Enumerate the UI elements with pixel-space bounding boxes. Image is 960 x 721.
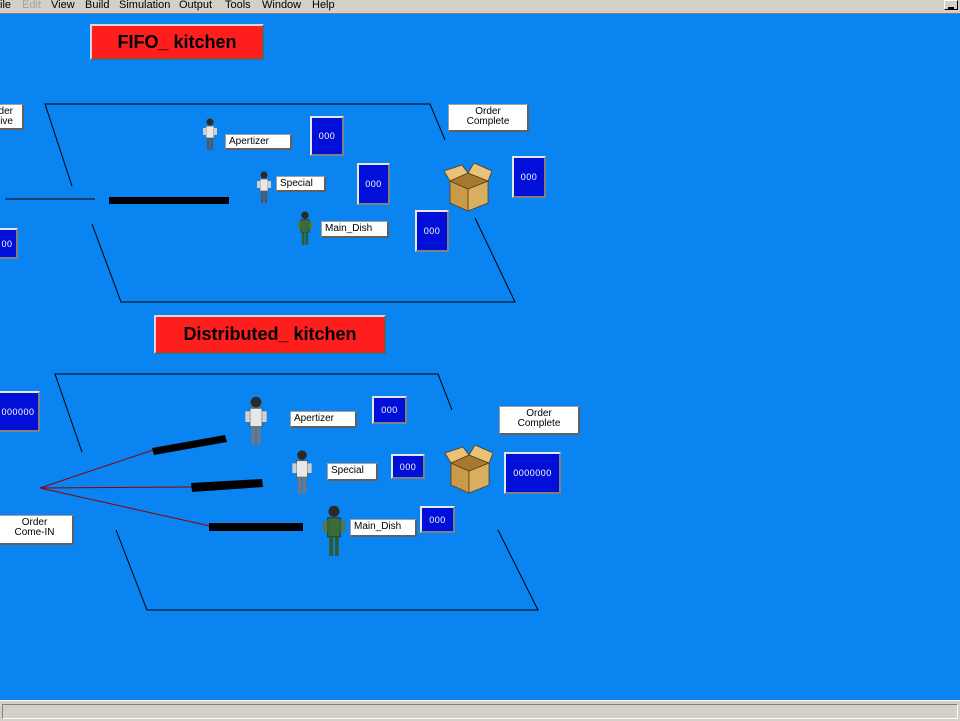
route-line-apertizer — [39, 449, 154, 489]
menu-tools[interactable]: Tools — [225, 0, 251, 11]
route-line-main — [39, 487, 211, 527]
fifo-order-complete-label: Order Complete — [448, 104, 529, 132]
fifo-boundary-bottom — [91, 217, 516, 303]
distributed-main-dish-counter: 000 — [420, 506, 455, 533]
fifo-special-counter: 000 — [357, 163, 390, 205]
menu-window[interactable]: Window — [262, 0, 302, 11]
distributed-order-complete-label: Order Complete — [499, 406, 580, 435]
chef-apertizer-icon — [245, 396, 267, 445]
fifo-apertizer-counter: 000 — [310, 116, 344, 156]
distributed-queue-main — [209, 523, 303, 531]
menu-simulation[interactable]: Simulation — [119, 0, 171, 11]
fifo-complete-box-icon — [444, 163, 492, 212]
chef-special-icon — [292, 450, 312, 494]
fifo-apertizer-label: Apertizer — [225, 134, 292, 150]
route-line-special — [39, 486, 193, 489]
fifo-kitchen-title[interactable]: FIFO_ kitchen — [90, 24, 264, 60]
fifo-main-dish-counter: 000 — [415, 210, 449, 252]
distributed-apertizer-label: Apertizer — [290, 411, 357, 428]
menu-output[interactable]: Output — [179, 0, 213, 11]
distributed-apertizer-counter: 000 — [372, 396, 407, 424]
menu-build[interactable]: Build — [85, 0, 110, 11]
distributed-main-dish-label: Main_Dish — [350, 519, 417, 537]
distributed-queue-apertizer — [152, 435, 227, 455]
menu-file[interactable]: ile — [0, 0, 12, 11]
distributed-queue-special — [191, 479, 263, 492]
menu-bar: ile Edit View Build Simulation Output To… — [0, 0, 960, 14]
fifo-queue-bar — [109, 197, 229, 204]
fifo-boundary-top — [44, 103, 446, 187]
fifo-order-arrive-label: der ive — [0, 104, 24, 130]
distributed-kitchen-title[interactable]: Distributed_ kitchen — [154, 315, 386, 354]
distributed-boundary-bottom — [115, 529, 539, 611]
fifo-main-dish-label: Main_Dish — [321, 221, 389, 238]
fifo-special-label: Special — [276, 176, 326, 192]
distributed-boundary-top — [54, 373, 453, 453]
minimize-button[interactable] — [944, 0, 958, 10]
chef-apertizer-icon — [203, 118, 217, 150]
distributed-complete-box-icon — [445, 445, 493, 494]
menu-help[interactable]: Help — [312, 0, 335, 11]
distributed-complete-counter: 0000000 — [504, 452, 561, 494]
menu-view[interactable]: View — [51, 0, 75, 11]
menu-edit[interactable]: Edit — [22, 0, 41, 11]
chef-special-icon — [257, 171, 271, 203]
distributed-special-label: Special — [327, 463, 378, 481]
distributed-arrive-counter: 000000 — [0, 391, 40, 432]
fifo-complete-counter: 000 — [512, 156, 546, 198]
status-panel — [2, 704, 958, 719]
distributed-order-come-in-label: Order Come-IN — [0, 515, 74, 545]
status-bar — [0, 700, 960, 721]
distributed-special-counter: 000 — [391, 454, 425, 479]
layout-lines — [5, 103, 539, 611]
chef-main-dish-icon — [297, 211, 313, 245]
chef-main-dish-icon — [322, 505, 346, 556]
fifo-arrive-counter: 00 — [0, 228, 18, 259]
